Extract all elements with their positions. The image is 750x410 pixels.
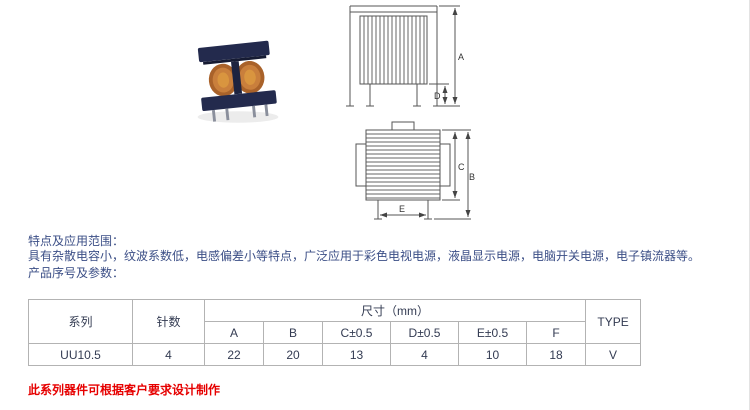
table-row: UU10.5 4 22 20 13 4 10 18 V (28, 343, 642, 366)
col-header-dim-f: F (525, 321, 587, 344)
front-view-drawing: C B E (355, 121, 475, 220)
col-header-type: TYPE (585, 299, 642, 344)
dimension-drawing-front: C B E (350, 120, 476, 232)
cell-series: UU10.5 (28, 343, 133, 366)
dimension-lines-side (429, 5, 460, 107)
component-body (197, 40, 277, 122)
features-title: 特点及应用范围： (28, 234, 125, 248)
product-photo (190, 34, 286, 126)
product-photo-image (197, 40, 279, 123)
cell-dim-b: 20 (263, 343, 323, 366)
col-header-series: 系列 (28, 299, 133, 344)
col-header-dim-d: D±0.5 (390, 321, 459, 344)
winding-hatch (359, 15, 428, 85)
cell-dim-f: 18 (525, 343, 587, 366)
cell-dim-a: 22 (204, 343, 264, 366)
col-header-dim-c: C±0.5 (322, 321, 391, 344)
photo-shadow (197, 111, 279, 123)
parameters-table: 系列 针数 尺寸（mm） TYPE A B C±0.5 D±0.5 E±0.5 … (28, 299, 642, 366)
col-header-dim-e: E±0.5 (458, 321, 527, 344)
cell-dim-e: 10 (458, 343, 527, 366)
dimension-drawing-side: A D (338, 2, 466, 116)
dim-label-A: A (458, 52, 464, 62)
winding-hatch-front (365, 129, 441, 201)
col-header-dim-b: B (263, 321, 323, 344)
cell-dim-c: 13 (322, 343, 391, 366)
features-body: 具有杂散电容小，纹波系数低，电感偏差小等特点，广泛应用于彩色电视电源，液晶显示电… (28, 249, 701, 263)
dim-label-B: B (469, 172, 475, 182)
dim-label-C: C (458, 162, 465, 172)
params-title: 产品序号及参数： (28, 266, 125, 280)
core-outline (346, 5, 441, 107)
table-header-row-2: A B C±0.5 D±0.5 E±0.5 F (29, 321, 641, 344)
table-header-row-1: 系列 针数 尺寸（mm） TYPE (28, 299, 642, 344)
dim-label-E: E (399, 204, 405, 214)
cell-pins: 4 (132, 343, 205, 366)
col-header-dim-a: A (204, 321, 264, 344)
custom-design-note: 此系列器件可根据客户要求设计制作 (28, 383, 221, 397)
col-header-pins: 针数 (132, 299, 205, 344)
dimension-lines-front (380, 129, 471, 220)
dim-label-D: D (434, 91, 441, 101)
side-view-drawing: A D (346, 5, 464, 107)
cell-dim-d: 4 (390, 343, 459, 366)
cell-type: V (585, 343, 642, 366)
col-header-dimensions: 尺寸（mm） (203, 299, 587, 322)
